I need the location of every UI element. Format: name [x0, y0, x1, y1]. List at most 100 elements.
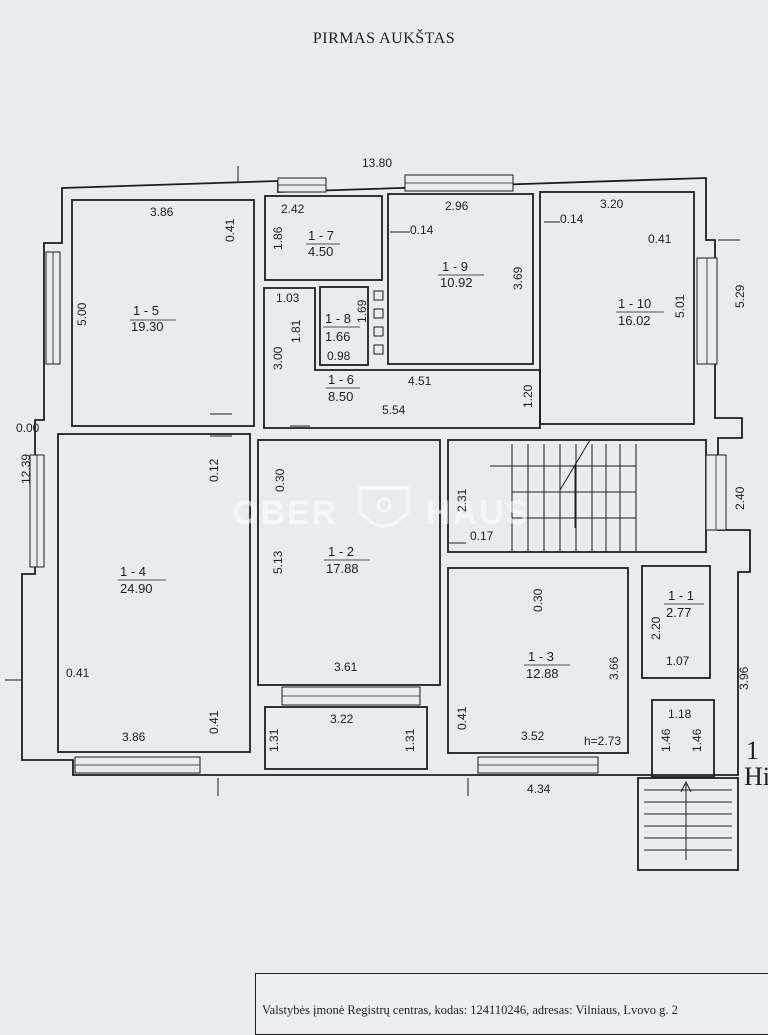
dim-13-80: 13.80	[362, 156, 392, 170]
room-outline-1-3	[447, 567, 629, 754]
dim-1-31-a: 1.31	[267, 728, 281, 752]
walls	[21, 177, 751, 871]
room-1-3-id: 1 - 3	[528, 649, 554, 664]
room-1-1-area: 2.77	[666, 605, 691, 620]
room-1-8-area: 1.66	[325, 329, 350, 344]
room-labels: 1 - 5 19.30 1 - 4 24.90 1 - 7 4.50 1 - 8…	[118, 228, 704, 681]
dim-0-41-a: 0.41	[223, 218, 237, 242]
watermark-right: HAUS	[426, 494, 530, 532]
outer-wall	[21, 177, 751, 776]
room-1-10-area: 16.02	[618, 313, 651, 328]
dim-12-39: 12.39	[19, 454, 33, 484]
dim-2-40: 2.40	[733, 486, 747, 510]
dim-4-34: 4.34	[527, 782, 551, 796]
dim-3-96: 3.96	[737, 666, 751, 690]
room-outline-1-9	[387, 193, 534, 365]
room-1-1-id: 1 - 1	[668, 588, 694, 603]
vent-shafts	[373, 290, 384, 355]
dim-0-41-left: 0.41	[66, 666, 90, 680]
room-outline-1-8	[319, 286, 369, 366]
dim-3-66: 3.66	[607, 656, 621, 680]
room-height: h=2.73	[584, 734, 621, 748]
room-1-9-area: 10.92	[440, 275, 473, 290]
dim-3-86-bottom: 3.86	[122, 730, 146, 744]
dim-1-07: 1.07	[666, 654, 690, 668]
edge-mark-top: 1	[746, 736, 759, 765]
watermark-left: OBER	[232, 494, 338, 532]
room-1-7-id: 1 - 7	[308, 228, 334, 243]
dim-0-00: 0.00	[16, 421, 40, 435]
dim-3-86-top: 3.86	[150, 205, 174, 219]
room-1-8-id: 1 - 8	[325, 311, 351, 326]
dim-1-31-b: 1.31	[403, 728, 417, 752]
dim-0-41-c: 0.41	[455, 706, 469, 730]
room-1-6-id: 1 - 6	[328, 372, 354, 387]
room-1-7-area: 4.50	[308, 244, 333, 259]
entrance-steps	[637, 777, 739, 871]
dim-1-86: 1.86	[271, 226, 285, 250]
dim-3-61: 3.61	[334, 660, 358, 674]
dim-2-20: 2.20	[649, 616, 663, 640]
room-1-10-id: 1 - 10	[618, 296, 651, 311]
dim-3-22: 3.22	[330, 712, 354, 726]
dim-0-12: 0.12	[207, 458, 221, 482]
dim-2-96: 2.96	[445, 199, 469, 213]
room-1-2-id: 1 - 2	[328, 544, 354, 559]
room-outline-1-4	[57, 433, 251, 753]
watermark-crest-icon	[358, 486, 410, 528]
room-1-5-id: 1 - 5	[133, 303, 159, 318]
dim-1-20: 1.20	[521, 384, 535, 408]
room-outline-1-1	[641, 565, 711, 679]
dim-3-52: 3.52	[521, 729, 545, 743]
dim-2-31: 2.31	[455, 488, 469, 512]
room-1-6-area: 8.50	[328, 389, 353, 404]
window-lines	[36, 182, 717, 766]
windows	[29, 174, 727, 774]
dim-0-30-a: 0.30	[273, 468, 287, 492]
dim-1-46-b: 1.46	[690, 728, 704, 752]
room-1-9-id: 1 - 9	[442, 259, 468, 274]
dim-2-42: 2.42	[281, 202, 305, 216]
dim-1-46-a: 1.46	[659, 728, 673, 752]
dim-1-81: 1.81	[289, 319, 303, 343]
dimension-ticks	[5, 166, 740, 796]
dim-0-41-right: 0.41	[648, 232, 672, 246]
dim-1-03: 1.03	[276, 291, 300, 305]
room-outline-1-7	[264, 195, 383, 281]
dim-0-14-a: 0.14	[410, 223, 434, 237]
room-outline-vestibule	[651, 699, 715, 778]
room-outline-1-10	[539, 191, 695, 425]
edge-mark-bottom: Hi	[744, 762, 768, 791]
room-1-3-area: 12.88	[526, 666, 559, 681]
room-outline-1-2	[257, 439, 441, 686]
dim-0-17: 0.17	[470, 529, 494, 543]
dim-5-29: 5.29	[733, 284, 747, 308]
entrance-step-treads	[644, 780, 732, 860]
dim-0-98: 0.98	[327, 349, 351, 363]
dim-1-69: 1.69	[355, 299, 369, 323]
dim-5-00: 5.00	[75, 302, 89, 326]
dim-0-14-b: 0.14	[560, 212, 584, 226]
staircase	[490, 439, 637, 552]
dim-4-51: 4.51	[408, 374, 432, 388]
room-1-2-area: 17.88	[326, 561, 359, 576]
dim-5-01: 5.01	[673, 294, 687, 318]
room-1-4-id: 1 - 4	[120, 564, 146, 579]
dim-5-13: 5.13	[271, 550, 285, 574]
dimension-labels: 13.80 3.86 2.42 2.96 0.14 0.14 3.20 0.41…	[16, 156, 692, 796]
room-1-5-area: 19.30	[131, 319, 164, 334]
room-1-4-area: 24.90	[120, 581, 153, 596]
dim-3-69: 3.69	[511, 266, 525, 290]
dim-0-30-b: 0.30	[531, 588, 545, 612]
dim-3-20: 3.20	[600, 197, 624, 211]
room-outline-porch	[264, 706, 428, 770]
dim-3-00: 3.00	[271, 346, 285, 370]
dim-1-18: 1.18	[668, 707, 692, 721]
room-outline-1-5	[71, 199, 255, 427]
room-outline-1-6	[263, 287, 541, 429]
dim-5-54: 5.54	[382, 403, 406, 417]
page-title: PIRMAS AUKŠTAS	[312, 30, 456, 47]
dimension-labels-vertical: 0.41 5.00 1.86 3.69 5.01 5.29 1.81 1.69 …	[19, 218, 751, 752]
dim-0-41-b: 0.41	[207, 710, 221, 734]
